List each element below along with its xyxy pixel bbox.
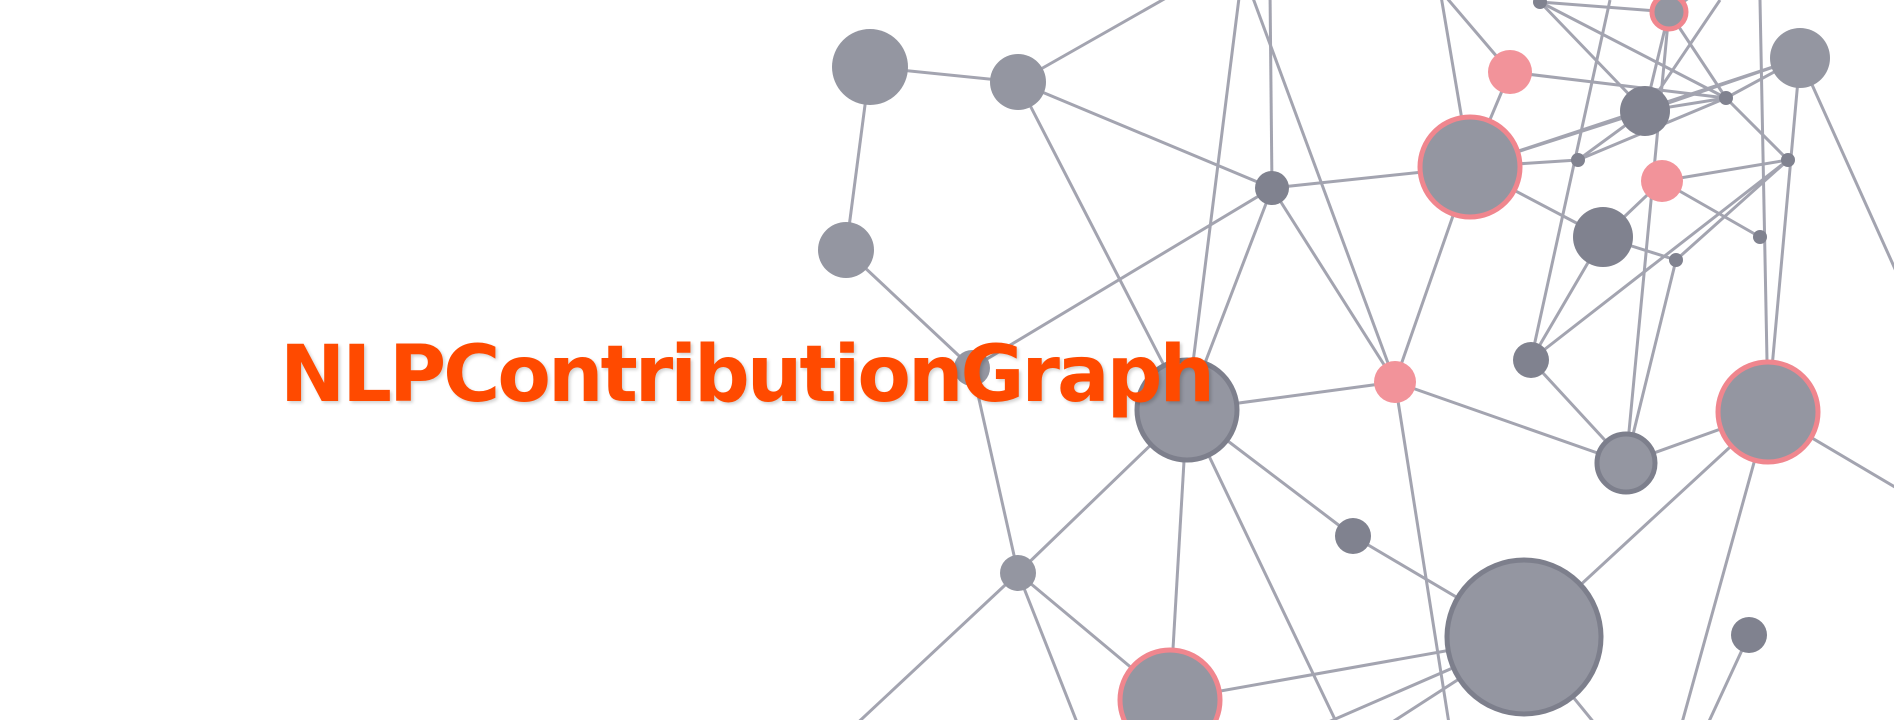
graph-node	[1533, 0, 1547, 9]
graph-node	[1571, 153, 1585, 167]
graph-node	[1417, 114, 1523, 220]
graph-node	[1620, 86, 1670, 136]
graph-node	[1374, 361, 1416, 403]
graph-node	[1000, 555, 1036, 591]
graph-node	[1715, 359, 1821, 465]
graph-edge	[971, 186, 1273, 370]
graph-edge	[1675, 158, 1789, 262]
graph-edge	[1270, 187, 1397, 383]
graph-node	[1513, 342, 1549, 378]
graph-node	[1444, 557, 1604, 717]
graph-node	[990, 54, 1046, 110]
graph-node	[1335, 518, 1371, 554]
graph-edge	[1530, 158, 1789, 362]
graph-edge	[1252, 0, 1397, 383]
graph-node	[818, 222, 874, 278]
graph-node	[1669, 253, 1683, 267]
graph-edge	[1016, 81, 1189, 411]
graph-edge	[1724, 96, 1790, 162]
graph-node	[1649, 0, 1689, 32]
graph-node	[832, 29, 908, 105]
graph-edge	[1539, 0, 1670, 14]
graph-edge	[1017, 80, 1273, 190]
graph-edge	[858, 571, 1020, 720]
graph-edge	[970, 367, 1020, 574]
graph-node	[1488, 50, 1532, 94]
graph-node	[1770, 28, 1830, 88]
graph-edge	[1185, 0, 1241, 411]
graph-edge	[1017, 0, 1166, 84]
graph-edge	[1624, 259, 1678, 464]
graph-edge	[1185, 409, 1337, 720]
graph-edge	[1539, 0, 1727, 100]
graph-edge	[1016, 572, 1078, 720]
graph-edge	[844, 248, 974, 370]
graph-node	[1117, 647, 1223, 720]
graph-node	[1731, 617, 1767, 653]
graph-edge	[1268, 0, 1274, 189]
page-title: NLPContributionGraph	[280, 330, 1215, 420]
graph-node	[1641, 160, 1683, 202]
graph-node	[1594, 431, 1658, 495]
graph-node	[1573, 207, 1633, 267]
graph-node	[1134, 357, 1240, 463]
graph-edge	[1661, 158, 1789, 183]
graph-node	[954, 350, 990, 386]
graph-edge	[1758, 0, 1770, 413]
graph-nodes	[818, 0, 1830, 720]
graph-node	[1753, 230, 1767, 244]
graph-node	[1781, 153, 1795, 167]
graph-node	[1255, 171, 1289, 205]
graph-edge	[1394, 380, 1627, 465]
graph-edge	[1681, 411, 1770, 720]
graph-edge	[1766, 57, 1802, 413]
graph-node	[1719, 91, 1733, 105]
graph-edge	[1798, 57, 1894, 271]
graph-edge	[1393, 381, 1450, 720]
graph-edge	[1538, 0, 1647, 113]
